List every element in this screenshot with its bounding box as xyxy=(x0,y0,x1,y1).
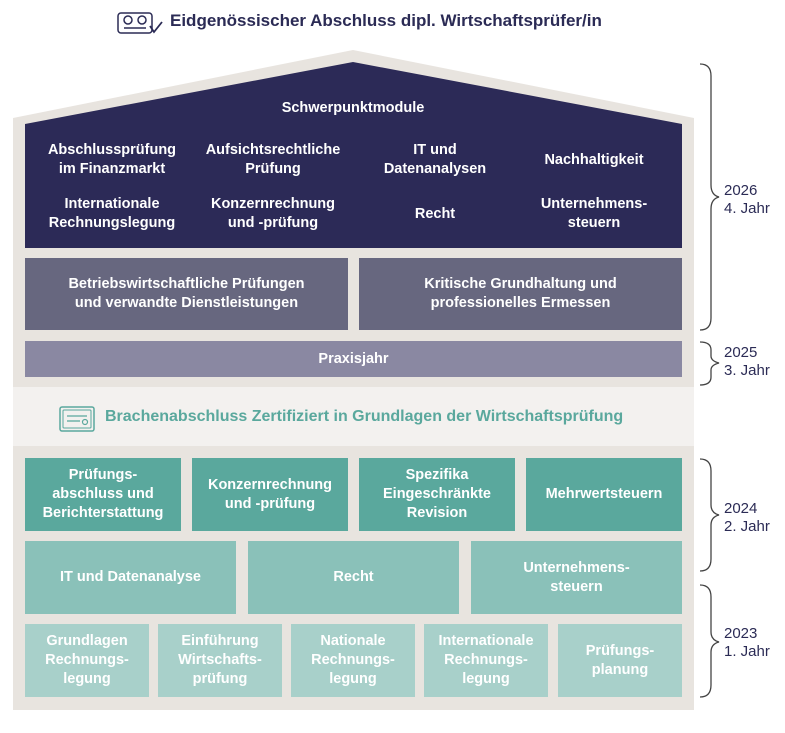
brace-2025 xyxy=(699,341,720,386)
module-pruefungsplanung: Prüfungs- planung xyxy=(558,624,682,697)
year-2025: 2025 xyxy=(724,344,758,361)
module-unternehmenssteuern-2: Unternehmens- steuern xyxy=(471,541,682,614)
year-2023: 2023 xyxy=(724,625,758,642)
core-betriebswirtschaftliche-pruefungen: Betriebswirtschaftliche Prüfungen und ve… xyxy=(25,258,348,330)
module-grundlagen-rechnungslegung: Grundlagen Rechnungs- legung xyxy=(25,624,149,697)
heading-schwerpunktmodule: Schwerpunktmodule xyxy=(281,99,425,116)
year-2023-label: 1. Jahr xyxy=(724,643,770,660)
module-mehrwertsteuern: Mehrwertsteuern xyxy=(526,458,682,531)
module-pruefungsabschluss: Prüfungs- abschluss und Berichterstattun… xyxy=(25,458,181,531)
module-spezifika-revision: Spezifika Eingeschränkte Revision xyxy=(359,458,515,531)
year-2024-label: 2. Jahr xyxy=(724,518,770,535)
year-label-2023: 2023 1. Jahr xyxy=(724,625,770,661)
module-recht: Recht xyxy=(414,205,456,222)
praxisjahr: Praxisjahr xyxy=(25,341,682,377)
year-2026: 2026 xyxy=(724,182,758,199)
module-internationale-rechnungslegung-2: Internationale Rechnungs- legung xyxy=(424,624,548,697)
brace-2024 xyxy=(699,458,720,572)
year-label-2025: 2025 3. Jahr xyxy=(724,344,770,380)
module-konzernrechnung-2: Konzernrechnung und -prüfung xyxy=(192,458,348,531)
brace-2023 xyxy=(699,584,720,698)
module-it-datenanalysen: IT und Datenanalysen xyxy=(383,142,487,177)
module-unternehmenssteuern: Unternehmens- steuern xyxy=(540,196,648,231)
year-label-2024: 2024 2. Jahr xyxy=(724,500,770,536)
module-internationale-rechnungslegung: Internationale Rechnungslegung xyxy=(48,196,176,231)
module-konzernrechnung: Konzernrechnung und -prüfung xyxy=(210,196,336,231)
module-recht-2: Recht xyxy=(248,541,459,614)
core-kritische-grundhaltung: Kritische Grundhaltung und professionell… xyxy=(359,258,682,330)
middle-band xyxy=(13,387,694,446)
title-row: Eidgenössischer Abschluss dipl. Wirtscha… xyxy=(0,0,785,44)
year-2024: 2024 xyxy=(724,500,758,517)
year-2026-label: 4. Jahr xyxy=(724,200,770,217)
module-aufsichtsrecht: Aufsichtsrechtliche Prüfung xyxy=(205,142,341,177)
module-nachhaltigkeit: Nachhaltigkeit xyxy=(544,151,644,168)
diploma-icon xyxy=(59,406,95,432)
year-label-2026: 2026 4. Jahr xyxy=(724,182,770,218)
roof-area xyxy=(25,62,682,248)
module-abschlusspruefung: Abschlussprüfung im Finanzmarkt xyxy=(47,142,177,177)
certificate-icon xyxy=(117,12,163,34)
page-title: Eidgenössischer Abschluss dipl. Wirtscha… xyxy=(170,11,602,30)
brace-2026 xyxy=(699,63,720,331)
module-it-datenanalyse: IT und Datenanalyse xyxy=(25,541,236,614)
module-einfuehrung-wirtschaftspruefung: Einführung Wirtschafts- prüfung xyxy=(158,624,282,697)
year-2025-label: 3. Jahr xyxy=(724,362,770,379)
module-nationale-rechnungslegung: Nationale Rechnungs- legung xyxy=(291,624,415,697)
middle-band-label: Brachenabschluss Zertifiziert in Grundla… xyxy=(105,408,624,425)
